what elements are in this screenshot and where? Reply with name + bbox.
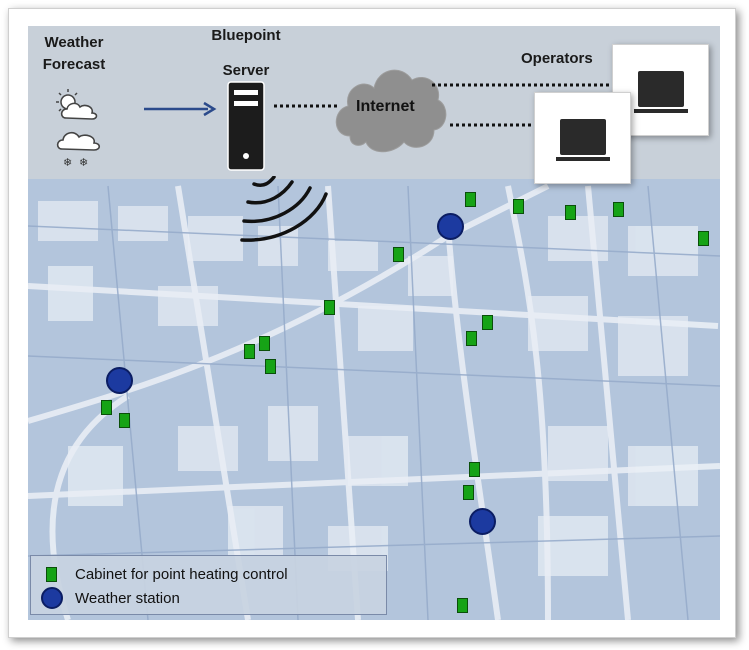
wireless-signal-icon	[240, 176, 328, 242]
station-swatch-icon	[41, 587, 63, 609]
operator-monitor-1	[612, 44, 709, 136]
cabinet-marker	[698, 231, 709, 246]
weather-station-marker	[106, 367, 133, 394]
cabinet-marker	[259, 336, 270, 351]
weather-forecast-label: Weather Forecast	[28, 32, 120, 76]
weather-station-marker	[437, 213, 464, 240]
internet-operators-connections	[432, 83, 616, 127]
weather-forecast-label-line2: Forecast	[42, 56, 106, 73]
operator-monitor-2	[534, 92, 631, 184]
cabinet-marker	[393, 247, 404, 262]
forecast-arrow-icon	[144, 101, 217, 117]
cabinet-marker	[482, 315, 493, 330]
operators-label: Operators	[521, 50, 593, 67]
monitor-icon	[556, 119, 610, 161]
cabinet-marker	[469, 462, 480, 477]
cabinet-swatch-icon	[46, 566, 57, 582]
cabinet-marker	[466, 331, 477, 346]
server-icon	[227, 81, 265, 171]
legend-item-cabinet: Cabinet for point heating control	[43, 562, 288, 586]
cabinet-marker	[101, 400, 112, 415]
cabinet-marker	[265, 359, 276, 374]
cabinet-marker	[565, 205, 576, 220]
legend: Cabinet for point heating control Weathe…	[30, 555, 387, 615]
svg-text:❄: ❄	[63, 156, 72, 169]
internet-label: Internet	[356, 98, 415, 115]
cabinet-marker	[244, 344, 255, 359]
server-label-line1: Bluepoint	[211, 27, 281, 44]
legend-item-station: Weather station	[41, 586, 180, 610]
server-label-line2: Server	[222, 62, 270, 79]
weather-station-marker	[469, 508, 496, 535]
svg-text:❄: ❄	[79, 156, 88, 169]
legend-station-label: Weather station	[75, 589, 180, 607]
cabinet-marker	[465, 192, 476, 207]
cabinet-marker	[463, 485, 474, 500]
weather-forecast-label-line1: Weather	[44, 34, 104, 51]
cabinet-marker	[324, 300, 335, 315]
cabinet-marker	[119, 413, 130, 428]
snow-cloud-icon: ❄❄	[56, 131, 101, 169]
legend-cabinet-label: Cabinet for point heating control	[75, 565, 288, 583]
cloud-icon	[335, 69, 447, 153]
server-label: Bluepoint Server	[196, 25, 296, 82]
server-internet-connection	[274, 104, 340, 108]
sun-cloud-icon	[56, 89, 98, 120]
cabinet-marker	[513, 199, 524, 214]
monitor-icon	[634, 71, 688, 113]
cabinet-marker	[457, 598, 468, 613]
cabinet-marker	[613, 202, 624, 217]
